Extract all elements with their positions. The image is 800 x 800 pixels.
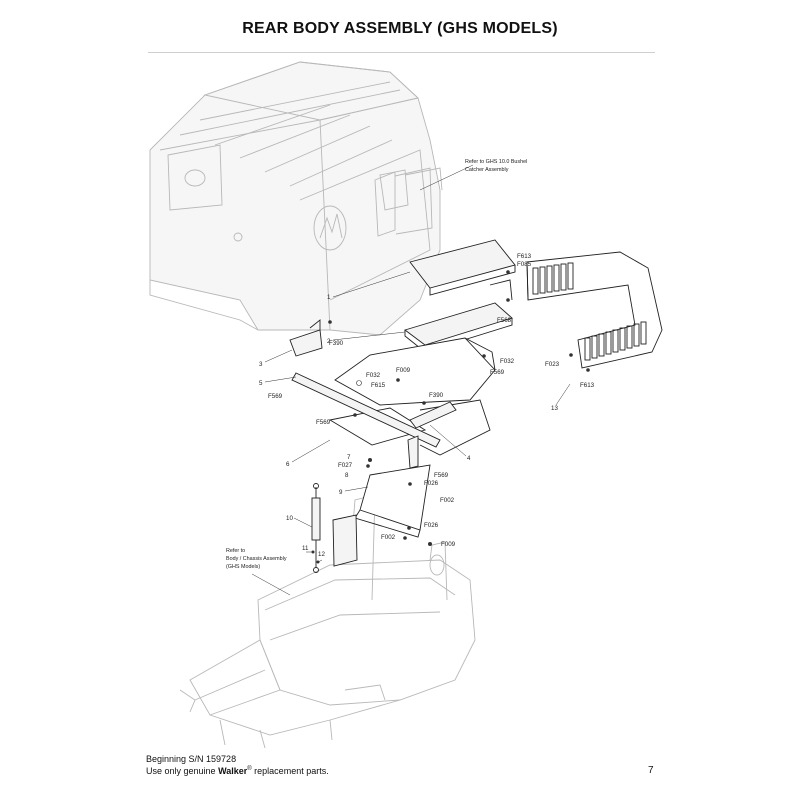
callout-f009-bottom: F009 xyxy=(441,541,456,548)
callout-f569-left: F569 xyxy=(268,393,283,400)
callout-f002-left: F002 xyxy=(381,534,396,541)
callout-f026-bottom: F026 xyxy=(424,522,439,529)
callout-2: 2 xyxy=(327,338,331,345)
genuine-parts-prefix: Use only genuine xyxy=(146,766,219,776)
callout-3: 3 xyxy=(259,361,263,368)
page-number: 7 xyxy=(648,765,654,776)
callout-1: 1 xyxy=(327,294,331,301)
genuine-parts-suffix: replacement parts. xyxy=(251,766,329,776)
chassis-reference-note-line-2: Body / Chassis Assembly xyxy=(226,556,287,562)
callout-5: 5 xyxy=(259,380,263,387)
callout-4: 4 xyxy=(467,455,471,462)
brand-name: Walker xyxy=(218,766,248,776)
fastener-markers xyxy=(311,270,590,564)
part-9-deflector xyxy=(354,464,431,538)
page-title: REAR BODY ASSEMBLY (GHS MODELS) xyxy=(242,20,558,37)
callout-10: 10 xyxy=(286,515,293,522)
callout-13: 13 xyxy=(551,405,558,412)
genuine-parts-note: Use only genuine Walker® replacement par… xyxy=(146,764,329,776)
callout-f002-right: F002 xyxy=(440,497,455,504)
callout-f568: F568 xyxy=(497,317,512,324)
chassis-reference-note-line-3: (GHS Models) xyxy=(226,564,260,570)
callout-f569-right: F569 xyxy=(490,369,505,376)
callout-f390-top: F390 xyxy=(329,340,344,347)
callout-f032-mid: F032 xyxy=(366,372,381,379)
leader-lines xyxy=(251,164,571,596)
catcher-reference-note-line-1: Refer to GHS 10.0 Bushel xyxy=(465,159,527,165)
callout-12: 12 xyxy=(318,551,325,558)
callout-f390-mid: F390 xyxy=(429,392,444,399)
callout-f569-mid: F569 xyxy=(316,419,331,426)
callout-f613-top: F613 xyxy=(517,253,532,260)
callout-f009-top: F009 xyxy=(396,367,411,374)
serial-number-note: Beginning S/N 159728 xyxy=(146,754,237,764)
callout-6: 6 xyxy=(286,461,290,468)
registered-mark: ® xyxy=(247,766,252,772)
part-1-top-plate xyxy=(409,239,516,296)
callout-9: 9 xyxy=(339,489,343,496)
page-footer: Beginning S/N 159728 Use only genuine Wa… xyxy=(146,754,329,776)
callout-f085: F085 xyxy=(517,261,532,268)
callout-f027: F027 xyxy=(338,462,353,469)
catcher-bracket-ghost xyxy=(379,167,443,211)
title-divider xyxy=(148,52,655,53)
callout-8: 8 xyxy=(345,472,349,479)
callout-f026-top: F026 xyxy=(424,480,439,487)
mount-bracket xyxy=(332,514,358,567)
callout-f615: F615 xyxy=(371,382,386,389)
callout-f613-bottom: F613 xyxy=(580,382,595,389)
part-10-gas-strut xyxy=(311,483,321,573)
part-13-screen-guard xyxy=(526,251,663,369)
catcher-body-ghost xyxy=(149,61,441,336)
callout-f032-right: F032 xyxy=(500,358,515,365)
callout-f569-lower: F569 xyxy=(434,472,449,479)
catcher-reference-note-line-2: Catcher Assembly xyxy=(465,167,509,173)
callout-f023: F023 xyxy=(545,361,560,368)
chassis-frame-ghost xyxy=(179,494,476,749)
part-3-corner-bracket xyxy=(289,319,323,357)
callout-11: 11 xyxy=(302,545,309,552)
chassis-reference-note-line-1: Refer to xyxy=(226,548,245,554)
callout-7: 7 xyxy=(347,454,351,461)
part-4-deflector-tray xyxy=(328,337,496,456)
